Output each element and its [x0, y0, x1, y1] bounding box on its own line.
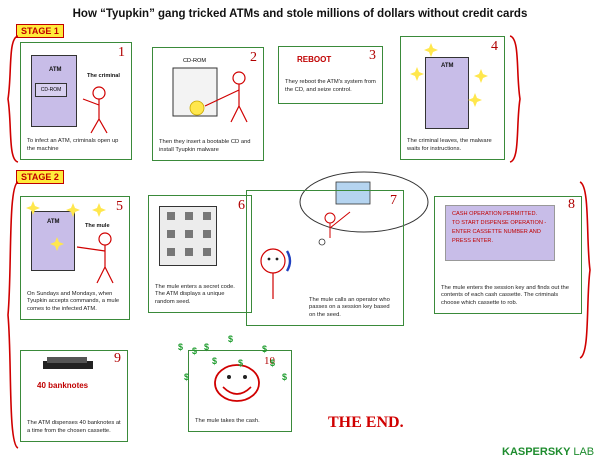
- dollar-sign-icon: $: [228, 334, 234, 344]
- panel-6-number: 6: [238, 198, 245, 213]
- star-icon: [26, 201, 40, 215]
- atm-machine: [31, 211, 75, 271]
- stage-1-right-bracket: [509, 35, 521, 163]
- phone-screen-icon: [335, 181, 371, 205]
- atm-label: ATM: [47, 219, 60, 225]
- panel-2: CD-ROM 2 Then they insert a bootable CD …: [152, 47, 264, 161]
- star-icon: [92, 203, 106, 217]
- happy-mule-face: [214, 364, 260, 402]
- panel-1-caption: To infect an ATM, criminals open up the …: [27, 138, 119, 153]
- screen-line-4: PRESS ENTER.: [452, 237, 494, 244]
- panel-2-caption: Then they insert a bootable CD and insta…: [159, 139, 251, 154]
- star-icon: [424, 43, 438, 57]
- stage-2-right-bracket: [579, 181, 591, 359]
- star-icon: [410, 67, 424, 81]
- panel-8: CASH OPERATION PERMITTED. TO START DISPE…: [434, 196, 582, 314]
- mule-label: The mule: [85, 223, 110, 229]
- star-icon: [50, 237, 64, 251]
- kaspersky-logo: KASPERSKY LAB: [502, 446, 594, 458]
- panel-1: ATM CD-ROM The criminal 1 To infect an A…: [20, 42, 132, 160]
- cdrom-label: CD-ROM: [183, 58, 206, 64]
- criminal-figure: [82, 86, 108, 134]
- panel-4: ATM 4 The criminal leaves, the malware w…: [400, 36, 505, 160]
- banknote-slot-icon: [43, 357, 93, 369]
- panel-10: 10 The mule takes the cash.: [188, 350, 292, 432]
- panel-7: 7 The mule calls an operator who passes …: [246, 190, 404, 326]
- panel-9-number: 9: [114, 351, 121, 366]
- atm-label: ATM: [441, 63, 454, 69]
- panel-7-caption: The mule calls an operator who passes on…: [309, 296, 390, 319]
- panel-5-number: 5: [116, 199, 123, 214]
- panel-5: ATM The mule 5 On Sundays and Mondays, w…: [20, 196, 130, 320]
- thought-cloud: [299, 171, 429, 246]
- the-end-text: THE END.: [328, 414, 404, 431]
- dollar-sign-icon: $: [178, 342, 184, 352]
- stage-1-label: STAGE 1: [16, 24, 64, 38]
- cd-insertion-drawing: [172, 67, 248, 123]
- panel-10-caption: The mule takes the cash.: [195, 418, 260, 425]
- atm-machine: [425, 57, 469, 129]
- screen-line-3: ENTER CASSETTE NUMBER AND: [452, 228, 541, 235]
- atm-label: ATM: [49, 67, 62, 73]
- panel-2-number: 2: [250, 50, 257, 65]
- page-title: How “Tyupkin” gang tricked ATMs and stol…: [72, 8, 528, 20]
- panel-3: REBOOT 3 They reboot the ATM's system fr…: [278, 46, 383, 104]
- panel-3-caption: They reboot the ATM's system from the CD…: [285, 79, 376, 94]
- reboot-heading: REBOOT: [297, 55, 332, 64]
- brand-lab: LAB: [573, 446, 595, 458]
- banknotes-label: 40 banknotes: [37, 381, 89, 390]
- panel-4-number: 4: [491, 39, 498, 54]
- cdrom-slot: CD-ROM: [35, 83, 67, 97]
- phone-icon: [285, 250, 292, 272]
- atm-screen: CASH OPERATION PERMITTED. TO START DISPE…: [445, 205, 555, 261]
- panel-8-number: 8: [568, 197, 575, 212]
- mule-calling-figure: [260, 248, 292, 299]
- screen-line-1: CASH OPERATION PERMITTED.: [452, 211, 538, 217]
- panel-8-caption: The mule enters the session key and find…: [441, 284, 569, 307]
- mule-with-stars: [26, 201, 114, 284]
- criminal-label: The criminal: [87, 73, 120, 79]
- star-icon: [468, 93, 482, 107]
- star-icon: [66, 203, 80, 217]
- panel-9-caption: The ATM dispenses 40 banknotes at a time…: [27, 420, 121, 435]
- stage-1-left-bracket: [7, 35, 19, 163]
- sparkle-stars: [410, 43, 488, 107]
- panel-6-caption: The mule enters a secret code. The ATM d…: [155, 283, 235, 306]
- panel-6: 6 The mule enters a secret code. The ATM…: [148, 195, 252, 313]
- stage-2-label: STAGE 2: [16, 170, 64, 184]
- panel-10-number: 10: [264, 355, 275, 367]
- panel-4-caption: The criminal leaves, the malware waits f…: [407, 138, 492, 153]
- panel-9: 40 banknotes 9 The ATM dispenses 40 bank…: [20, 350, 128, 442]
- keypad-icon: [167, 212, 211, 256]
- panel-5-caption: On Sundays and Mondays, when Tyupkin acc…: [27, 290, 120, 313]
- panel-7-number: 7: [390, 193, 397, 208]
- panel-3-number: 3: [369, 48, 376, 63]
- cd-disc-icon: [189, 100, 205, 116]
- star-icon: [474, 69, 488, 83]
- brand-name: KASPERSKY: [502, 446, 571, 458]
- screen-line-2: TO START DISPENSE OPERATION -: [452, 219, 547, 226]
- stage-2-left-bracket: [7, 181, 19, 449]
- panel-1-number: 1: [118, 45, 125, 60]
